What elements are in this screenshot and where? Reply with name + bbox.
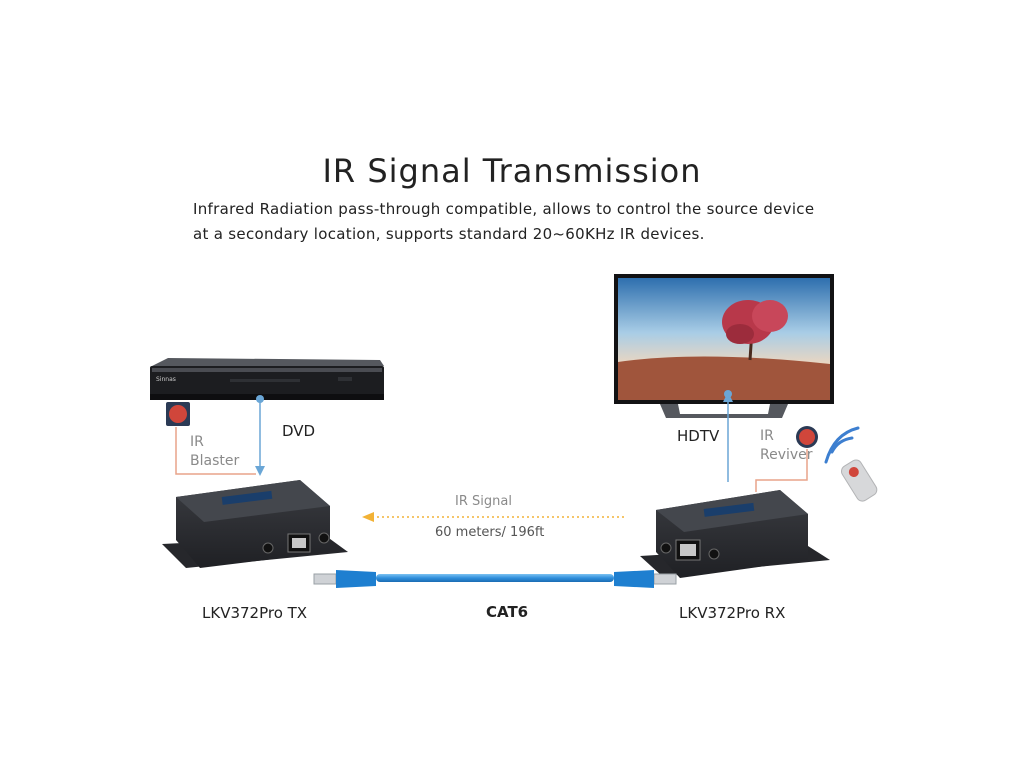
ir-receiver-icon [796, 426, 818, 448]
hdtv-label: HDTV [677, 427, 720, 445]
dvd-signal-line [255, 395, 265, 476]
ir-blaster-cable [175, 427, 256, 475]
ir-signal-label: IR Signal [455, 494, 512, 509]
remote-control-icon [824, 426, 878, 502]
ir-blaster-label: IR Blaster [190, 433, 239, 471]
rx-device-icon [640, 490, 830, 578]
cable-label: CAT6 [486, 603, 529, 621]
ir-blaster-label-line-1: IR [190, 434, 204, 450]
ir-receiver-label-line-2: Reviver [760, 447, 813, 463]
hdtv-signal-line [723, 390, 733, 482]
dvd-player-icon: Sinnas [150, 358, 384, 400]
svg-text:Sinnas: Sinnas [156, 376, 176, 383]
ir-receiver-label-line-1: IR [760, 428, 774, 444]
ir-signal-arrow [362, 512, 624, 522]
hdtv-icon [614, 274, 834, 418]
description-line-2: at a secondary location, supports standa… [193, 225, 705, 243]
ir-blaster-icon [166, 402, 190, 426]
ir-blaster-label-line-2: Blaster [190, 453, 240, 469]
dvd-label: DVD [282, 422, 316, 440]
tx-device-icon [162, 480, 348, 568]
distance-label: 60 meters/ 196ft [435, 525, 545, 540]
rx-label: LKV372Pro RX [679, 604, 786, 622]
ir-receiver-cable [755, 449, 808, 492]
description-line-1: Infrared Radiation pass-through compatib… [193, 200, 815, 218]
cat6-cable-icon [313, 570, 677, 588]
tx-label: LKV372Pro TX [202, 604, 308, 622]
page-title: IR Signal Transmission [322, 152, 702, 190]
ir-receiver-label: IR Reviver [760, 427, 813, 465]
